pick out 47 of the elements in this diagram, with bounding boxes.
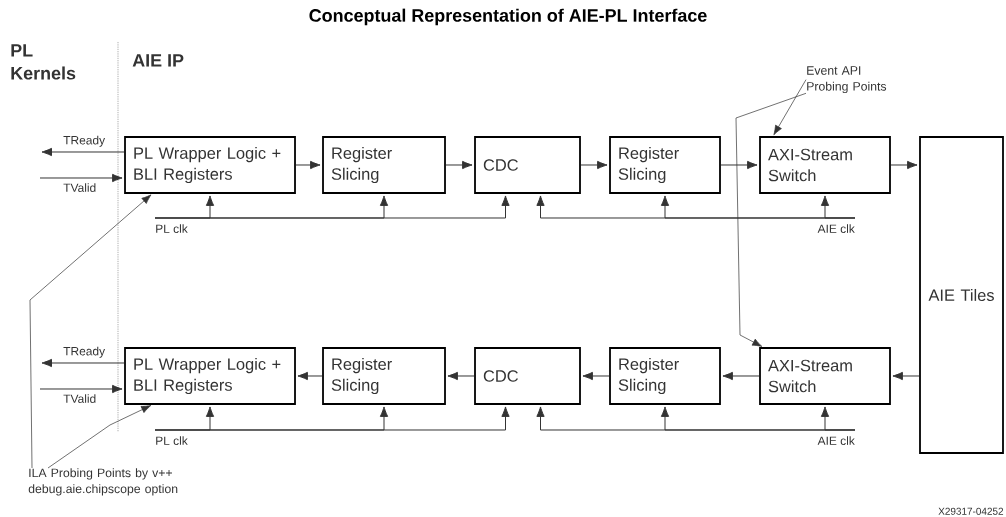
arrow — [890, 160, 918, 170]
clock-line — [820, 195, 856, 219]
signal-arrow — [41, 147, 125, 157]
callout-text: Event API Probing Points — [807, 66, 887, 94]
section-heading: AIE IP — [132, 54, 184, 67]
clock-label: PL clk — [156, 436, 188, 445]
process-box: Register Slicing — [609, 136, 721, 194]
leader-line — [47, 405, 152, 469]
clock-line — [154, 406, 510, 431]
clock-line — [820, 406, 856, 431]
process-box: PL Wrapper Logic + BLI Registers — [124, 347, 296, 405]
signal-arrow — [41, 358, 125, 368]
leader-line — [735, 92, 807, 347]
figure-id: X29317-04252 — [938, 507, 1004, 515]
arrow — [580, 160, 608, 170]
signal-label: TValid — [62, 182, 98, 193]
arrow — [445, 160, 473, 170]
process-box: Register Slicing — [322, 347, 446, 405]
process-box: CDC — [474, 347, 581, 405]
process-box: AXI-Stream Switch — [759, 136, 891, 194]
arrow — [297, 371, 323, 381]
clock-line — [154, 195, 510, 219]
tiles-box: AIE Tiles — [919, 136, 1004, 454]
diagram-title: Conceptual Representation of AIE-PL Interface — [309, 8, 707, 26]
process-box: Register Slicing — [322, 136, 446, 194]
arrow — [720, 160, 758, 170]
signal-label: TReady — [62, 134, 107, 148]
clock-label: AIE clk — [817, 436, 855, 445]
callout-text: ILA Probing Points by v++ debug.aie.chipscope option — [28, 468, 178, 496]
clock-label: AIE clk — [817, 224, 855, 233]
leader-line — [773, 79, 807, 136]
signal-label: TValid — [62, 393, 98, 404]
process-box: CDC — [474, 136, 581, 194]
signal-label: TReady — [62, 345, 107, 359]
signal-arrow — [39, 384, 123, 394]
arrow — [892, 371, 920, 381]
arrow — [582, 371, 610, 381]
arrow — [295, 160, 321, 170]
arrow — [722, 371, 760, 381]
signal-arrow — [39, 173, 123, 183]
process-box: PL Wrapper Logic + BLI Registers — [124, 136, 296, 194]
leader-line — [29, 194, 152, 469]
section-heading: PL Kernels — [11, 44, 76, 80]
process-box: Register Slicing — [609, 347, 721, 405]
arrow — [447, 371, 475, 381]
clock-label: PL clk — [156, 224, 188, 233]
process-box: AXI-Stream Switch — [759, 347, 891, 405]
